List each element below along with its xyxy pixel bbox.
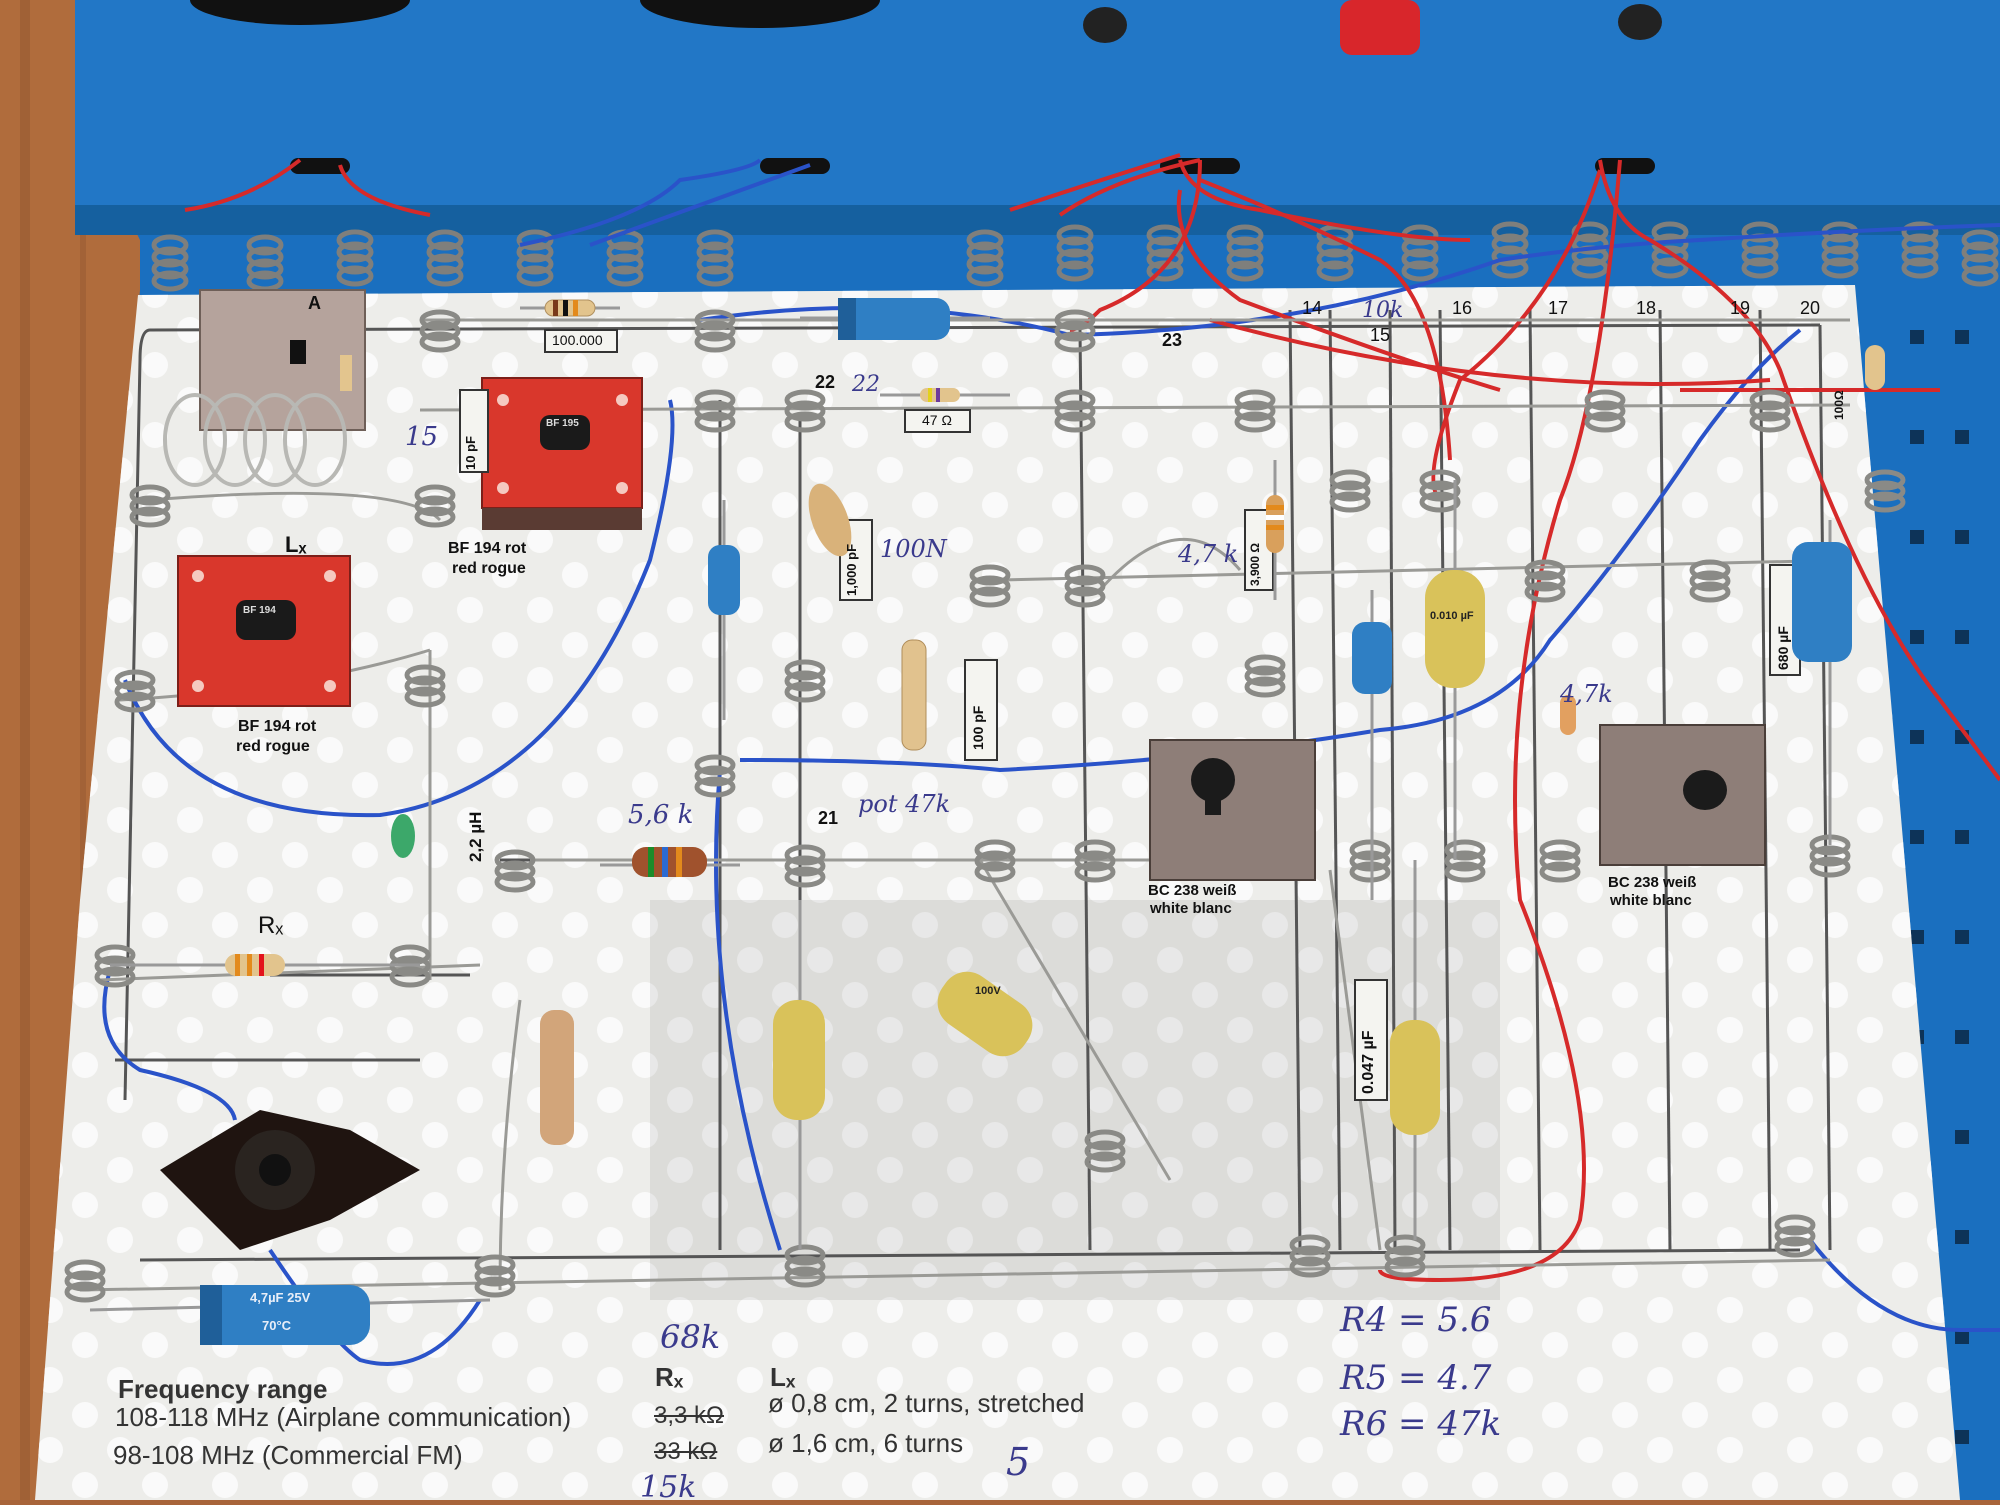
legend-rx-heading: Rₓ	[655, 1362, 684, 1392]
resistor-right-edge	[1865, 345, 1885, 390]
coil-lx-top	[163, 393, 347, 487]
label-transistor-3b: white blanc	[1150, 900, 1232, 917]
blue-wires	[102, 158, 2000, 1366]
hand-68k: 68k	[660, 1318, 721, 1356]
black-knob	[1083, 7, 1127, 43]
speaker-left	[190, 0, 410, 25]
transistor-module-bc238-left	[1149, 739, 1316, 881]
label-cap-0010: 0.010 µF	[1430, 610, 1474, 622]
glass-cap-100pf	[901, 639, 927, 751]
transistor-module-bf195	[481, 377, 643, 530]
label-r-47: 47 Ω	[922, 412, 952, 428]
label-cap-470: 4,7µF 25V	[250, 1290, 311, 1305]
resistor-47k	[1560, 695, 1576, 735]
legend-row-2: 98-108 MHz (Commercial FM)	[113, 1440, 463, 1470]
transistor-module-bf194	[177, 555, 351, 707]
hand-r4: R4 = 5.6	[1340, 1300, 1492, 1340]
electrolytic-cap-680uf	[1792, 520, 1852, 845]
hand-47k-a: 4,7 k	[1178, 540, 1239, 568]
electrolytic-cap-bottom	[89, 1285, 491, 1345]
legend-row-1: 108-118 MHz (Airplane communication)	[115, 1402, 572, 1432]
legend-lx-heading: Lₓ	[770, 1362, 796, 1392]
hand-r6: R6 = 47k	[1340, 1404, 1502, 1444]
hand-pot-47k: pot 47k	[858, 790, 951, 818]
electrolytic-cap-10uf	[1352, 590, 1392, 900]
electrolytic-cap-top	[800, 298, 990, 340]
transistor-module-grey-top	[199, 289, 366, 431]
legend-title: Frequency range	[118, 1374, 328, 1404]
green-inductor	[391, 814, 415, 858]
resistor-rx	[110, 954, 420, 976]
label-transistor-3a: BC 238 weiß	[1148, 882, 1237, 899]
tantalum-cap-1000pf	[808, 483, 852, 557]
tan-resistor-large	[540, 1010, 574, 1145]
label-rx-board: Rₓ	[258, 912, 284, 939]
electrolytic-cap-vertical	[708, 500, 740, 720]
node-22: 22	[815, 372, 836, 392]
yellow-cap-a	[1425, 480, 1485, 860]
yellow-cap-b	[773, 900, 825, 1250]
label-cap-100v: 100V	[975, 985, 1001, 997]
label-transistor-1b: red rogue	[452, 560, 526, 577]
label-transistor-4a: BC 238 weiß	[1608, 874, 1697, 891]
label-c-0047: 0.047 µF	[1360, 1030, 1377, 1094]
node-17: 17	[1548, 298, 1569, 318]
board-springs	[64, 309, 1906, 1303]
node-18: 18	[1636, 298, 1657, 318]
hand-100n: 100N	[880, 535, 947, 563]
label-transistor-2b: red rogue	[236, 738, 310, 755]
resistor-56k	[600, 847, 740, 877]
label-pin-a: A	[308, 293, 321, 313]
node-16: 16	[1452, 298, 1473, 318]
marking-bf195: BF 195	[546, 418, 579, 429]
hand-15: 15	[405, 422, 439, 452]
hand-22: 22	[852, 372, 880, 397]
label-c-10pf: 10 pF	[463, 436, 478, 470]
node-14: 14	[1302, 298, 1323, 318]
hand-r5: R5 = 4.7	[1340, 1358, 1492, 1398]
legend-rx-2: 33 kΩ	[654, 1438, 718, 1465]
label-lx-board: Lₓ	[285, 532, 307, 557]
node-19: 19	[1730, 298, 1751, 318]
transistor-module-bc238-right	[1599, 724, 1766, 866]
red-knob	[1340, 0, 1420, 55]
black-knob-small	[1618, 4, 1662, 40]
node-23: 23	[1162, 330, 1183, 350]
label-c-1000pf: 1,000 pF	[844, 543, 859, 596]
legend-rx-1: 3,3 kΩ	[654, 1402, 724, 1429]
resistor-47	[880, 388, 1010, 402]
marking-bf194: BF 194	[243, 605, 276, 616]
label-c-680: 680 µF	[1775, 626, 1791, 670]
hand-10k: 10k	[1362, 298, 1404, 323]
label-transistor-4b: white blanc	[1610, 892, 1692, 909]
label-c-100pf: 100 pF	[970, 705, 986, 750]
trimmer-potentiometer	[160, 1110, 420, 1250]
label-transistor-1a: BF 194 rot	[448, 540, 527, 557]
yellow-cap-c	[937, 971, 1033, 1057]
legend-lx-1: ø 0,8 cm, 2 turns, stretched	[768, 1388, 1085, 1418]
label-cap-70c: 70°C	[262, 1318, 292, 1333]
node-20: 20	[1800, 298, 1821, 318]
label-r-100-side: 100Ω	[1832, 390, 1846, 420]
chassis-top-panel	[75, 0, 2000, 220]
label-l-22uh: 2,2 µH	[466, 811, 485, 862]
resistor-100k	[520, 299, 620, 317]
node-15: 15	[1370, 325, 1391, 345]
hand-15k: 15k	[640, 1470, 697, 1505]
label-r-100000: 100.000	[552, 332, 603, 348]
legend-lx-2: ø 1,6 cm, 6 turns	[768, 1428, 964, 1458]
speaker-right	[640, 0, 880, 28]
hand-56k: 5,6 k	[628, 800, 694, 830]
label-r-3900: 3,900 Ω	[1248, 543, 1262, 586]
node-21: 21	[818, 808, 839, 828]
printed-value-boxes	[459, 329, 1801, 1101]
label-transistor-2a: BF 194 rot	[238, 718, 317, 735]
hand-page-number: 5	[1006, 1440, 1031, 1484]
yellow-cap-d	[1390, 860, 1440, 1240]
red-wires	[184, 153, 2000, 1283]
resistor-3900	[1266, 460, 1284, 600]
hand-47k-b: 4,7k	[1560, 680, 1613, 708]
